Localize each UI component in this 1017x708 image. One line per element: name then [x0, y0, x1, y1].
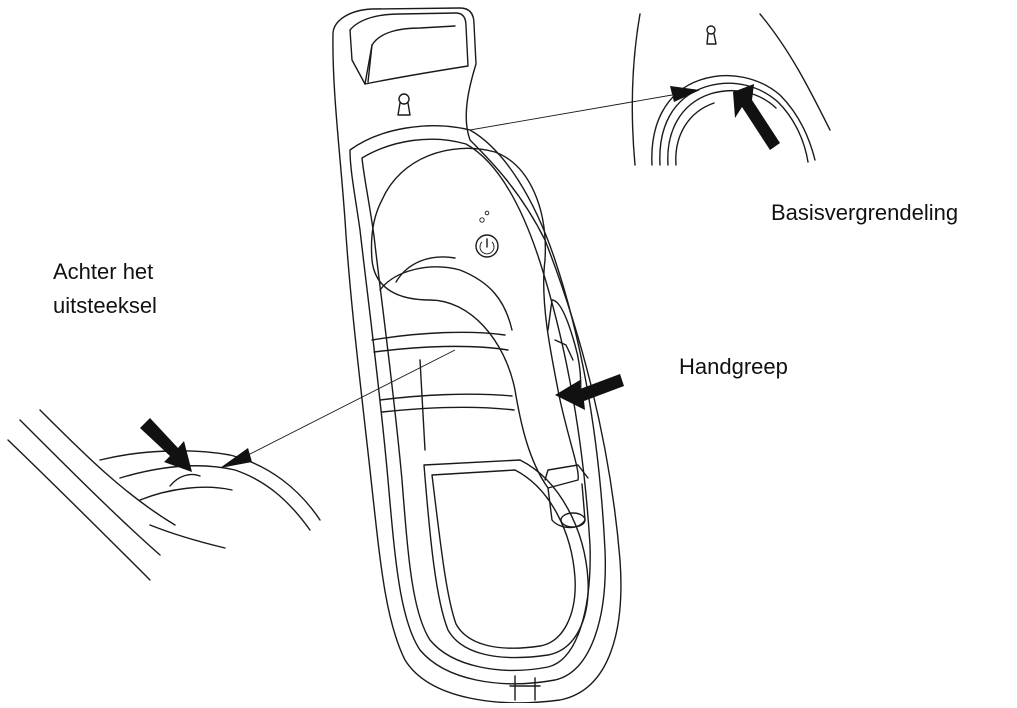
arrow-handle: [555, 374, 624, 410]
arrow-base-lock: [733, 84, 780, 150]
handle-shape: [370, 147, 589, 529]
label-handle: Handgreep: [679, 354, 788, 379]
device-body: [332, 7, 622, 704]
inset-base-lock: [469, 13, 831, 166]
label-base-lock: Basisvergrendeling: [771, 200, 959, 225]
arrow-behind-protrusion: [140, 418, 192, 472]
inset-behind-protrusion: [7, 349, 456, 581]
label-behind-line2: uitsteeksel: [53, 293, 157, 318]
label-behind-line1: Achter het: [53, 259, 154, 284]
label-behind-protrusion: Achter het uitsteeksel: [53, 255, 157, 323]
cradle-details: [371, 331, 589, 701]
